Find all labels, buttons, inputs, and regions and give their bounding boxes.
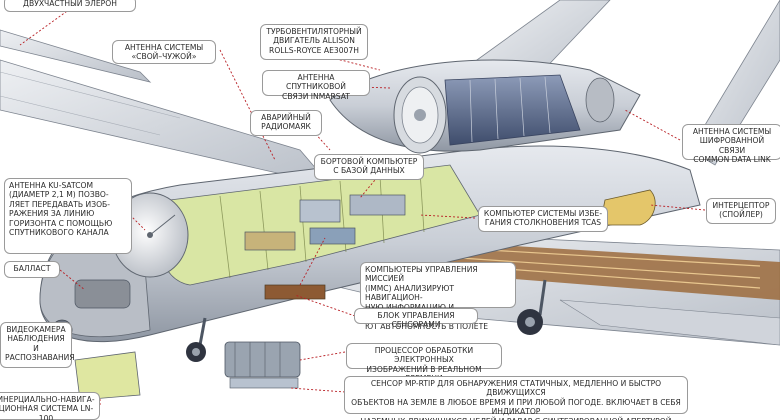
callout-inertial-nav: ИНЕРЦИАЛЬНО-НАВИГА- ЦИОННАЯ СИСТЕМА LN-1… [0,392,100,420]
callout-tcas: КОМПЬЮТЕР СИСТЕМЫ ИЗБЕ- ГАНИЯ СТОЛКНОВЕН… [478,206,608,232]
callout-video-camera: ВИДЕОКАМЕРА НАБЛЮДЕНИЯ И РАСПОЗНАВАНИЯ [0,322,75,368]
callout-sensor-unit: БЛОК УПРАВЛЕНИЯ СЕНСОРАМИ [354,308,478,329]
callout-engine: ТУРБОВЕНТИЛЯТОРНЫЙ ДВИГАТЕЛЬ ALLISON ROL… [260,24,368,60]
landing-gear [186,279,547,362]
engine-nacelle [329,59,641,154]
left-wing [0,29,332,186]
exploded-components [74,189,656,401]
callout-mp-rtip: СЕНСОР MP-RTIP ДЛЯ ОБНАРУЖЕНИЯ СТАТИЧНЫХ… [344,376,688,420]
callout-beacon: АВАРИЙНЫЙ РАДИОМАЯК [250,110,322,136]
callout-aileron: ДВУХЧАСТНЫЙ ЭЛЕРОН [4,0,136,12]
callout-iff-antenna: АНТЕННА СИСТЕМЫ «СВОЙ–ЧУЖОЙ» [112,40,216,64]
callout-image-processor: ПРОЦЕССОР ОБРАБОТКИ ЭЛЕКТРОННЫХ ИЗОБРАЖЕ… [346,343,502,383]
callout-cdl-antenna: АНТЕННА СИСТЕМЫ ШИФРОВАННОЙ СВЯЗИ COMMON… [682,124,780,164]
callout-spoiler: ИНТЕРЦЕПТОР (СПОЙЛЕР) [706,198,776,224]
callout-satcom-antenna: АНТЕННА СПУТНИКОВОЙ СВЯЗИ INMARSAT [262,70,370,101]
callout-onboard-computer: БОРТОВОЙ КОМПЬЮТЕР С БАЗОЙ ДАННЫХ [314,154,424,180]
callout-ku-satcom: АНТЕННА KU-SATCOM (ДИАМЕТР 2,1 М) ПОЗВО-… [4,178,132,254]
callout-ballast: БАЛЛАСТ [4,261,60,278]
callout-mission-computers: КОМПЬЮТЕРЫ УПРАВЛЕНИЯ МИССИЕЙ (IMMC) АНА… [360,262,516,331]
